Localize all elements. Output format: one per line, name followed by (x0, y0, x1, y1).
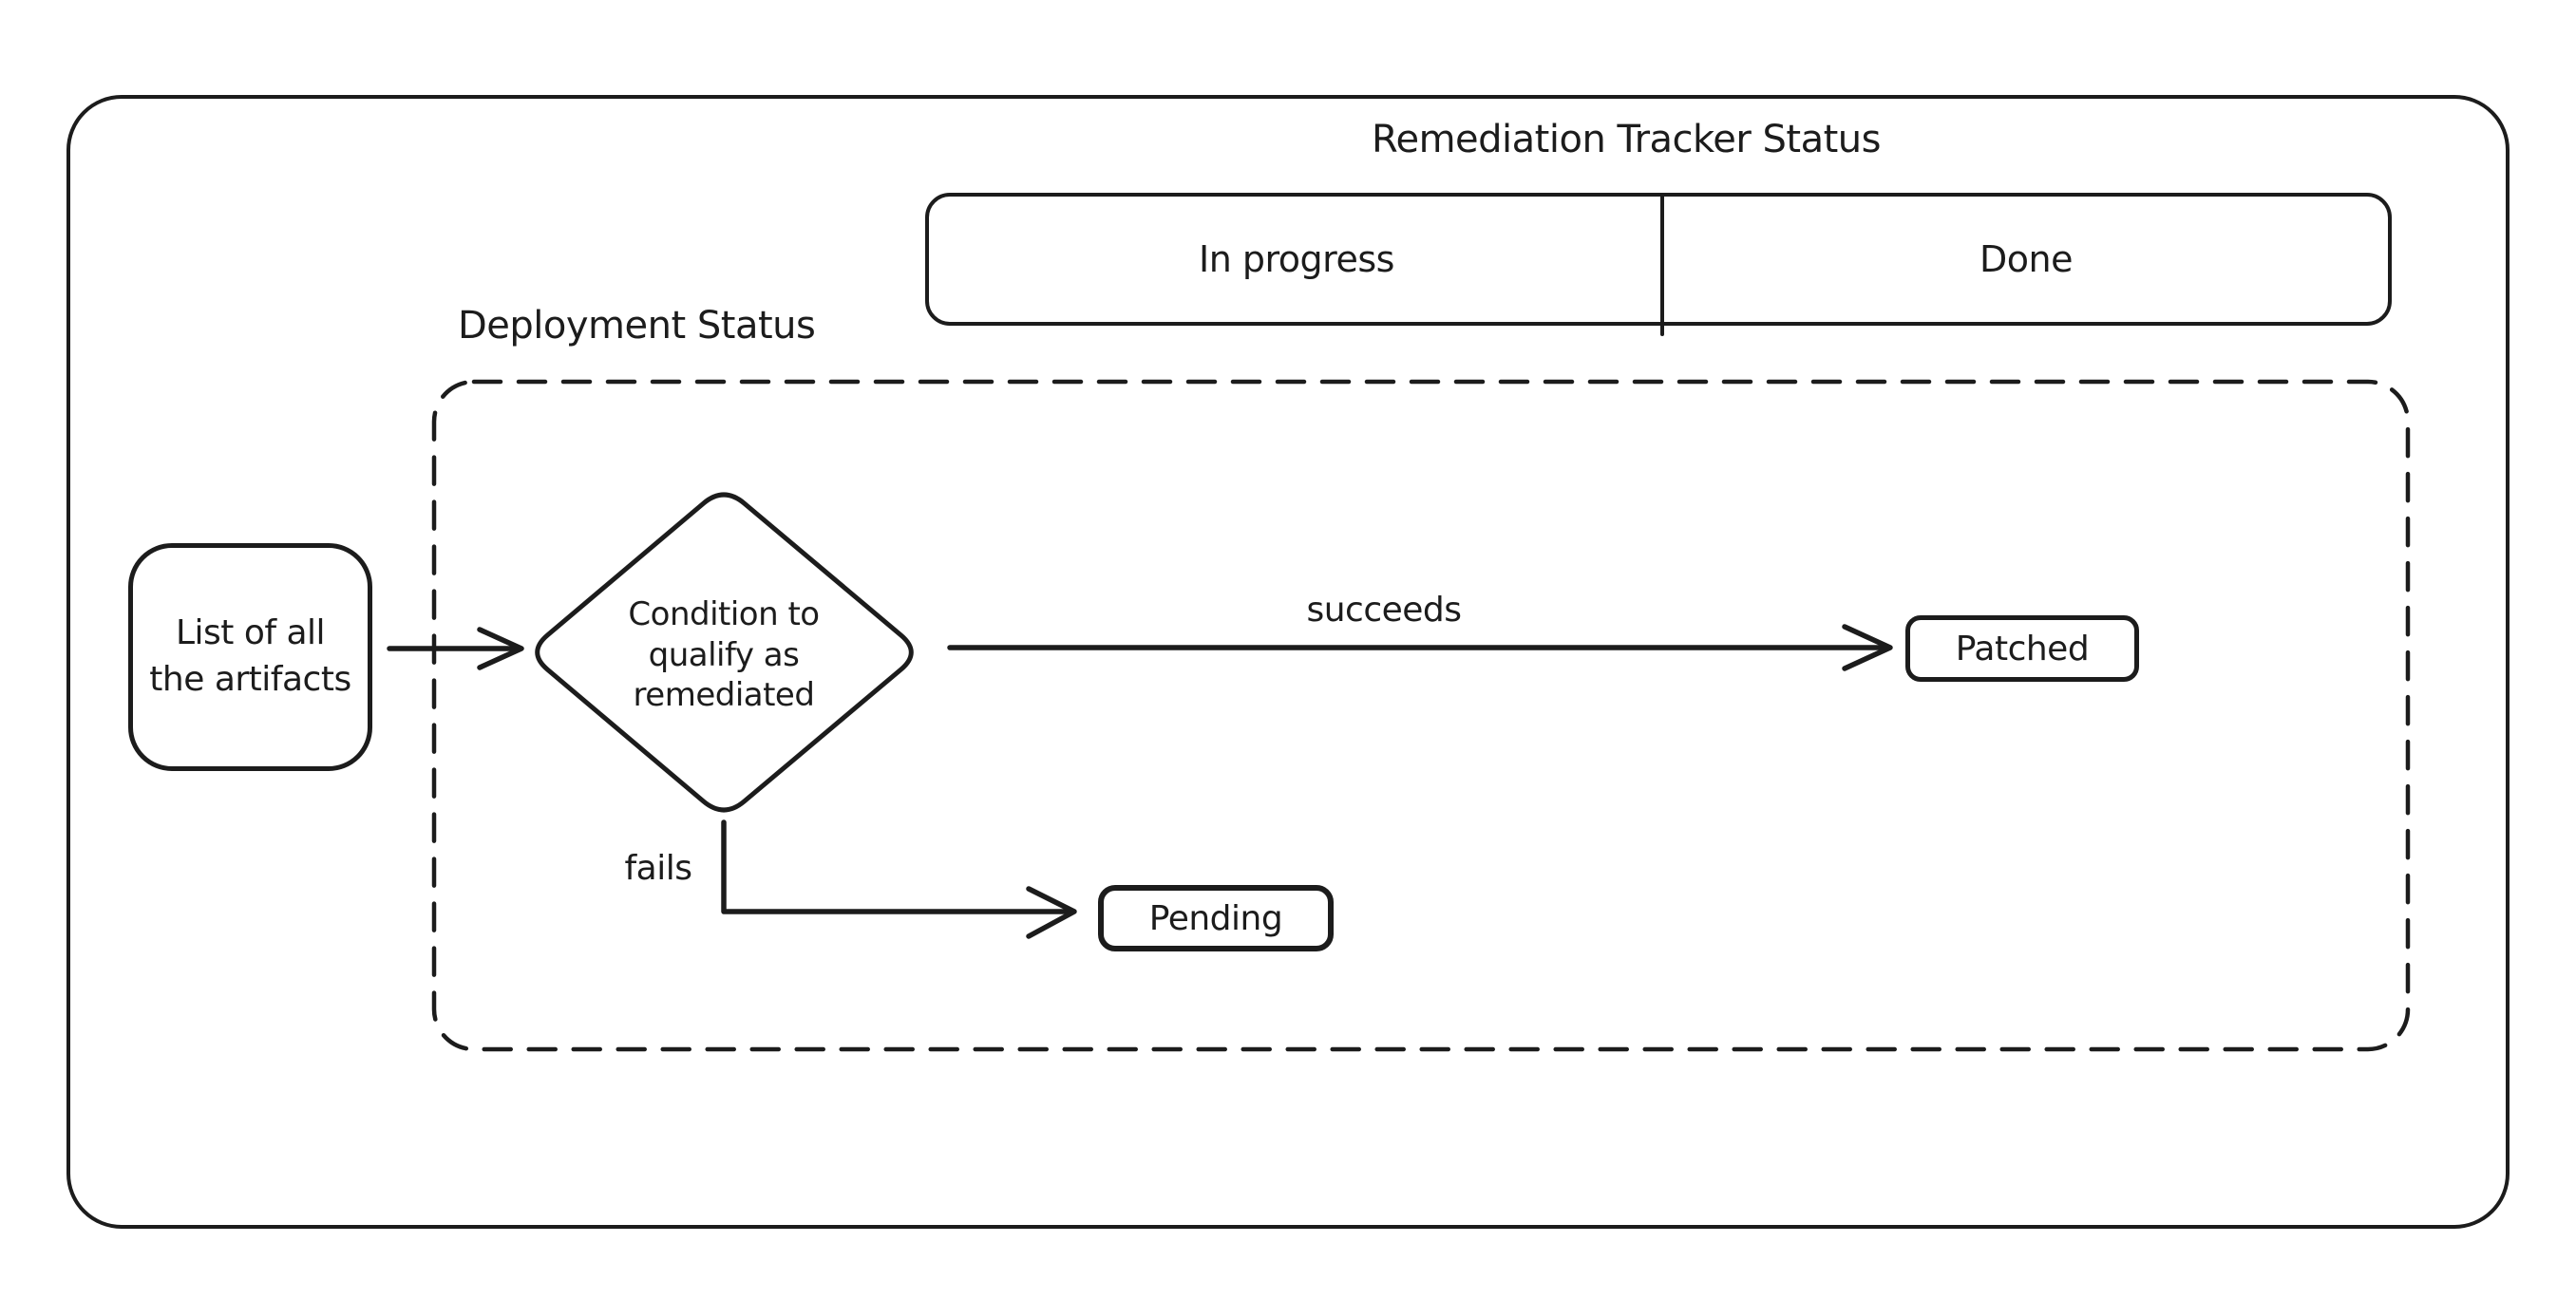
pending-node: Pending (1098, 885, 1334, 951)
remediation-tracker-bar: In progress Done (925, 193, 2392, 326)
tracker-cell-done: Done (1979, 238, 2073, 280)
artifacts-list-node: List of all the artifacts (128, 543, 372, 771)
tracker-cell-in-progress: In progress (1199, 238, 1394, 280)
condition-node-label: Condition to qualify as remediated (628, 595, 820, 715)
succeeds-edge-label: succeeds (1306, 591, 1462, 630)
deployment-status-label: Deployment Status (458, 304, 816, 348)
fails-edge-label: fails (624, 849, 693, 888)
outer-frame (66, 95, 2510, 1229)
patched-node: Patched (1905, 615, 2139, 682)
diagram-title: Remediation Tracker Status (1371, 118, 1882, 161)
